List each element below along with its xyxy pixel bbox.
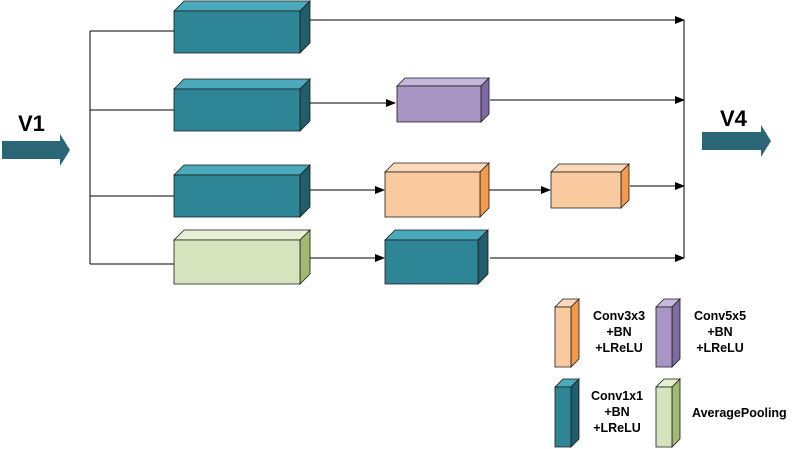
branch4-conv1x1-block-top [384,229,489,241]
input-arrow [2,134,70,166]
branch2-conv1x1-block [173,78,311,132]
concat-connectors [310,16,685,262]
output-label: V4 [720,106,748,131]
branch1-conv1x1-block-top [173,0,311,12]
input-arrow-shape [2,134,70,166]
branch3-conv3x3-block-b-side [620,163,630,209]
legend-avgpool-line1: AveragePooling [692,406,787,420]
legend-conv5x5-swatch [655,298,681,368]
branch4-conv1x1-block-front [384,239,479,285]
legend-conv3x3-line3: +LReLU [595,341,643,355]
branch2-conv5x5-block-front [396,85,482,123]
branch2-conv5x5-block [396,77,490,123]
legend-avgpool-text: AveragePooling [692,406,787,420]
branch3-conv3x3-block-b-front [550,171,622,209]
branch-arrows [310,99,551,262]
blocks-layer [173,0,630,285]
legend-conv3x3-swatch-side [570,298,580,368]
branch3-conv3x3-block-b-top [550,163,630,173]
branch2-conv5x5-block-top [396,77,490,87]
branch4-avgpool-block [173,229,311,285]
branch4-avgpool-block-top [173,229,311,241]
output-arrow-shape [702,125,771,157]
legend-conv1x1-line1: Conv1x1 [591,389,643,403]
legend-conv5x5-swatch-front [655,306,673,368]
branch1-conv1x1-block-front [173,10,301,54]
branch3-conv1x1-block-front [173,174,301,218]
legend-conv1x1-swatch-side [570,378,580,448]
legend-avgpool-swatch-front [655,386,673,448]
legend-avgpool-swatch-side [671,378,681,448]
legend-conv3x3-swatch-front [554,306,572,368]
legend: Conv3x3 +BN +LReLU Conv5x5 +BN +LReLU Co… [554,298,787,448]
legend-conv5x5-line3: +LReLU [696,341,744,355]
branch4-conv1x1-block [384,229,489,285]
branch1-conv1x1-block [173,0,311,54]
branch2-conv1x1-block-front [173,88,301,132]
legend-conv1x1-swatch [554,378,580,448]
legend-conv3x3-text: Conv3x3 +BN +LReLU [593,309,645,355]
branch4-avgpool-block-side [299,229,311,285]
legend-conv3x3-swatch [554,298,580,368]
legend-avgpool-swatch [655,378,681,448]
branch3-conv3x3-block-a [384,162,490,218]
branch2-conv1x1-block-top [173,78,311,90]
legend-conv5x5-line1: Conv5x5 [694,309,746,323]
input-label: V1 [18,111,45,136]
legend-conv1x1-text: Conv1x1 +BN +LReLU [591,389,643,435]
legend-conv3x3-line1: Conv3x3 [593,309,645,323]
legend-conv1x1-line2: +BN [604,405,629,419]
branch3-conv3x3-block-b [550,163,630,209]
branch4-avgpool-block-front [173,239,301,285]
legend-conv1x1-swatch-front [554,386,572,448]
legend-conv3x3-line2: +BN [606,325,631,339]
branch3-conv1x1-block [173,164,311,218]
legend-conv5x5-text: Conv5x5 +BN +LReLU [694,309,746,355]
split-connectors [89,30,174,265]
legend-conv5x5-swatch-side [671,298,681,368]
branch3-conv3x3-block-a-front [384,171,481,218]
legend-conv1x1-line3: +LReLU [593,421,641,435]
branch3-conv3x3-block-a-side [479,162,490,218]
branch3-conv3x3-block-a-top [384,162,490,173]
branch3-conv1x1-block-top [173,164,311,176]
branch4-conv1x1-block-side [477,229,489,285]
output-arrow [702,125,771,157]
legend-conv5x5-line2: +BN [707,325,732,339]
branch2-conv5x5-block-side [480,77,490,123]
